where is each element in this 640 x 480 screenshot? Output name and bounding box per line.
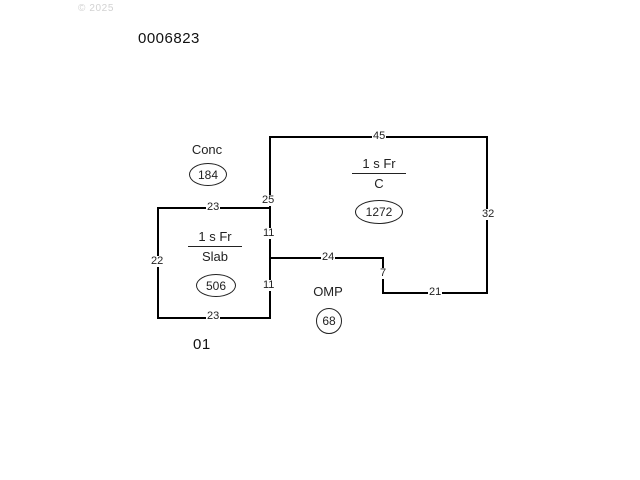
left-structure-title-line1: 1 s Fr bbox=[198, 229, 232, 244]
left-structure-title: 1 s Fr Slab bbox=[188, 228, 242, 265]
conc-area-badge: 184 bbox=[189, 163, 227, 186]
dimension-east-32: 32 bbox=[481, 208, 496, 220]
parcel-label: 01 bbox=[193, 336, 211, 353]
dimension-center-upper-11: 11 bbox=[262, 227, 276, 239]
dimension-south-21: 21 bbox=[428, 286, 443, 298]
left-structure-area-badge: 506 bbox=[196, 274, 236, 297]
dimension-top-45: 45 bbox=[372, 130, 387, 142]
dimension-left-bottom-23: 23 bbox=[206, 310, 221, 322]
omp-label: OMP bbox=[313, 284, 343, 299]
copyright-watermark: © 2025 bbox=[78, 3, 114, 14]
dimension-mid-24: 24 bbox=[321, 251, 336, 263]
right-structure-title: 1 s Fr C bbox=[352, 155, 406, 192]
omp-area-badge: 68 bbox=[316, 308, 342, 334]
dimension-left-top-23: 23 bbox=[206, 201, 221, 213]
dimension-center-25: 25 bbox=[261, 194, 276, 206]
right-structure-area-badge: 1272 bbox=[355, 200, 403, 224]
right-structure-title-line2: C bbox=[352, 173, 406, 192]
dimension-step-7: 7 bbox=[379, 267, 388, 279]
left-structure-title-line2: Slab bbox=[188, 246, 242, 265]
document-id: 0006823 bbox=[138, 30, 200, 47]
dimension-center-lower-11: 11 bbox=[262, 279, 276, 291]
right-structure-title-line1: 1 s Fr bbox=[362, 156, 396, 171]
dimension-left-west-22: 22 bbox=[150, 255, 165, 267]
conc-label: Conc bbox=[191, 142, 223, 157]
